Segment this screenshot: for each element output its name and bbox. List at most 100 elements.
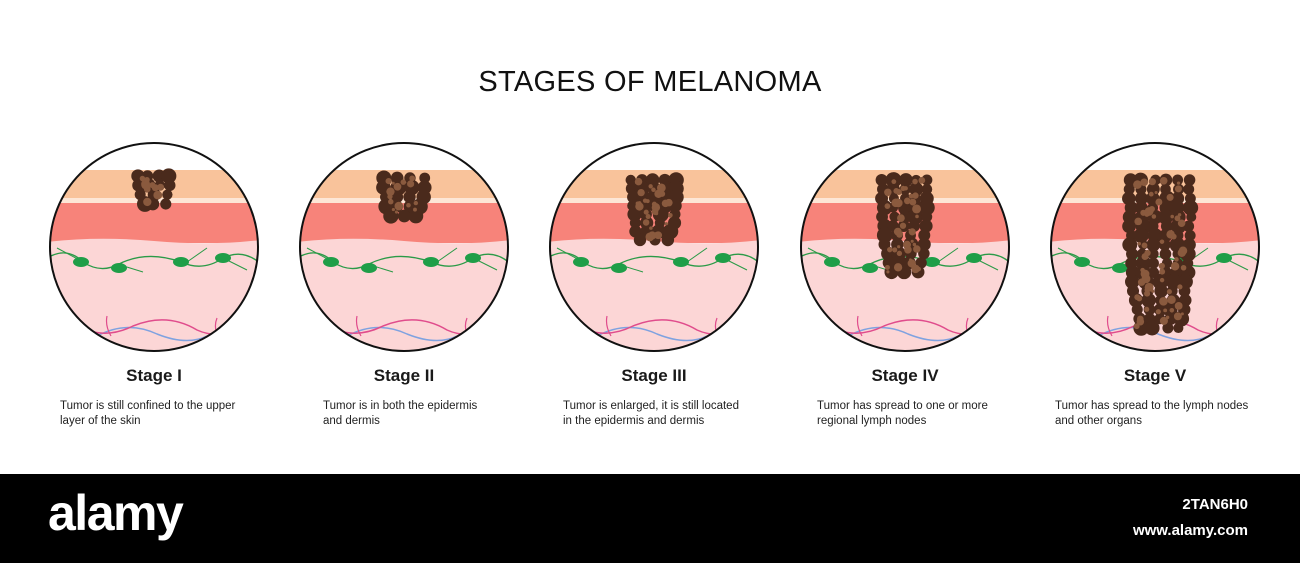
tumor-cell <box>1174 257 1179 262</box>
tumor-cell <box>1151 289 1155 293</box>
tumor-lobe <box>1131 303 1143 316</box>
tumor-cell <box>895 188 902 195</box>
hypodermis-layer <box>801 238 1009 351</box>
tumor-cell <box>143 197 152 207</box>
tumor-lobe <box>889 211 900 222</box>
tumor-cell <box>648 231 657 240</box>
tumor-lobe <box>627 207 642 222</box>
tumor-lobe <box>1172 174 1184 186</box>
tumor-cell <box>388 199 394 205</box>
tumor-cell <box>893 263 903 272</box>
tumor-lobe <box>161 168 177 184</box>
tumor-cell <box>1170 262 1180 271</box>
stage-5-skin-diagram <box>1050 142 1260 352</box>
tumor-cell <box>637 188 645 197</box>
lymph-node <box>611 263 627 273</box>
tumor-cell <box>891 179 897 185</box>
lymph-node <box>423 257 439 267</box>
lymph-branch <box>56 247 248 273</box>
tumor-lobe <box>419 172 431 184</box>
tumor-lobe <box>403 190 416 204</box>
stage-1: Stage I Tumor is still confined to the u… <box>47 140 277 440</box>
tumor-lobe <box>383 208 399 224</box>
tumor-lobe <box>629 217 641 229</box>
tumor-lobe <box>1186 211 1197 223</box>
tumor-cell <box>645 214 651 220</box>
tumor-cell <box>885 264 890 270</box>
tumor-cell <box>634 177 643 186</box>
vein <box>1097 326 1209 342</box>
vein <box>847 326 959 342</box>
tumor-cell <box>894 198 903 208</box>
stage-4-label: Stage IV <box>871 366 939 385</box>
tumor-lobe <box>1158 209 1174 225</box>
tumor-lobe <box>164 179 176 192</box>
stage-2: Stage II Tumor is in both the epidermis … <box>297 140 527 440</box>
tumor-cell <box>1151 214 1157 219</box>
tumor-cell <box>1173 312 1182 321</box>
stage-3-description: Tumor is enlarged, it is still located i… <box>563 400 739 427</box>
stage-4-skin-diagram <box>800 142 1010 352</box>
tumor-cell <box>1140 209 1147 216</box>
lymph-node <box>573 257 589 267</box>
tumor-cell <box>918 176 926 184</box>
tumor-cell <box>1158 262 1165 270</box>
tumor-cell <box>1174 185 1182 193</box>
stage-5: Stage V Tumor has spread to the lymph no… <box>1048 140 1278 440</box>
lymph-branch <box>807 247 999 273</box>
lymph-node <box>673 257 689 267</box>
tumor-cell <box>893 227 902 236</box>
tumor-cell <box>1159 176 1168 185</box>
tumor-lobe <box>907 208 923 225</box>
tumor-lobe <box>899 173 913 187</box>
tumor-cell <box>656 183 666 193</box>
tumor-lobe <box>408 208 424 224</box>
tumor-cell <box>1136 295 1143 302</box>
skin-layers <box>1051 143 1259 351</box>
tumor-lobe <box>876 227 893 244</box>
tumor-lobe <box>160 198 172 210</box>
tumor-cell <box>1180 312 1184 316</box>
tumor-cell <box>884 203 891 209</box>
tumor-lobe <box>1147 248 1159 260</box>
tumor-cell <box>887 246 893 253</box>
tumor-cell <box>391 207 396 212</box>
tumor-cell <box>1141 253 1149 260</box>
image-id: 2TAN6H0 <box>1182 496 1248 513</box>
stage-5-label: Stage V <box>1123 366 1187 385</box>
tumor-cell <box>393 182 402 191</box>
tumor-cell <box>1166 289 1172 295</box>
tumor-cell <box>1177 248 1186 257</box>
tumor-cell <box>1154 190 1158 195</box>
tumor-lobe <box>627 190 640 204</box>
lymph-node <box>215 253 231 263</box>
tumor-cell <box>1141 242 1148 249</box>
tumor-lobe <box>1184 230 1196 241</box>
site-url: www.alamy.com <box>1132 522 1248 539</box>
tumor-cell <box>912 192 919 199</box>
tumor-cell <box>391 181 395 185</box>
tumor-lobe <box>1182 200 1199 216</box>
disk-outline <box>49 142 259 352</box>
tumor-cell <box>654 231 663 240</box>
tumor <box>875 172 935 280</box>
tumor-cell <box>1144 290 1151 297</box>
tumor-lobe <box>918 229 931 242</box>
tumor-lobe <box>1178 274 1193 290</box>
tumor <box>131 168 177 212</box>
disk-outline <box>1050 142 1260 352</box>
lymph-node <box>1216 253 1232 263</box>
tumor-cell <box>912 242 917 247</box>
tumor-lobe <box>1134 191 1149 206</box>
tumor-cell <box>916 266 922 272</box>
tumor-cell <box>643 209 649 215</box>
hypodermis-layer <box>50 238 258 351</box>
lymph-branch <box>556 247 748 273</box>
tumor-cell <box>1180 264 1187 271</box>
lymph-node <box>361 263 377 273</box>
tumor-cell <box>642 198 648 203</box>
tumor-lobe <box>1144 320 1160 336</box>
disk-outline <box>800 142 1010 352</box>
tumor-cell <box>642 219 650 226</box>
tumor-lobe <box>661 233 675 247</box>
